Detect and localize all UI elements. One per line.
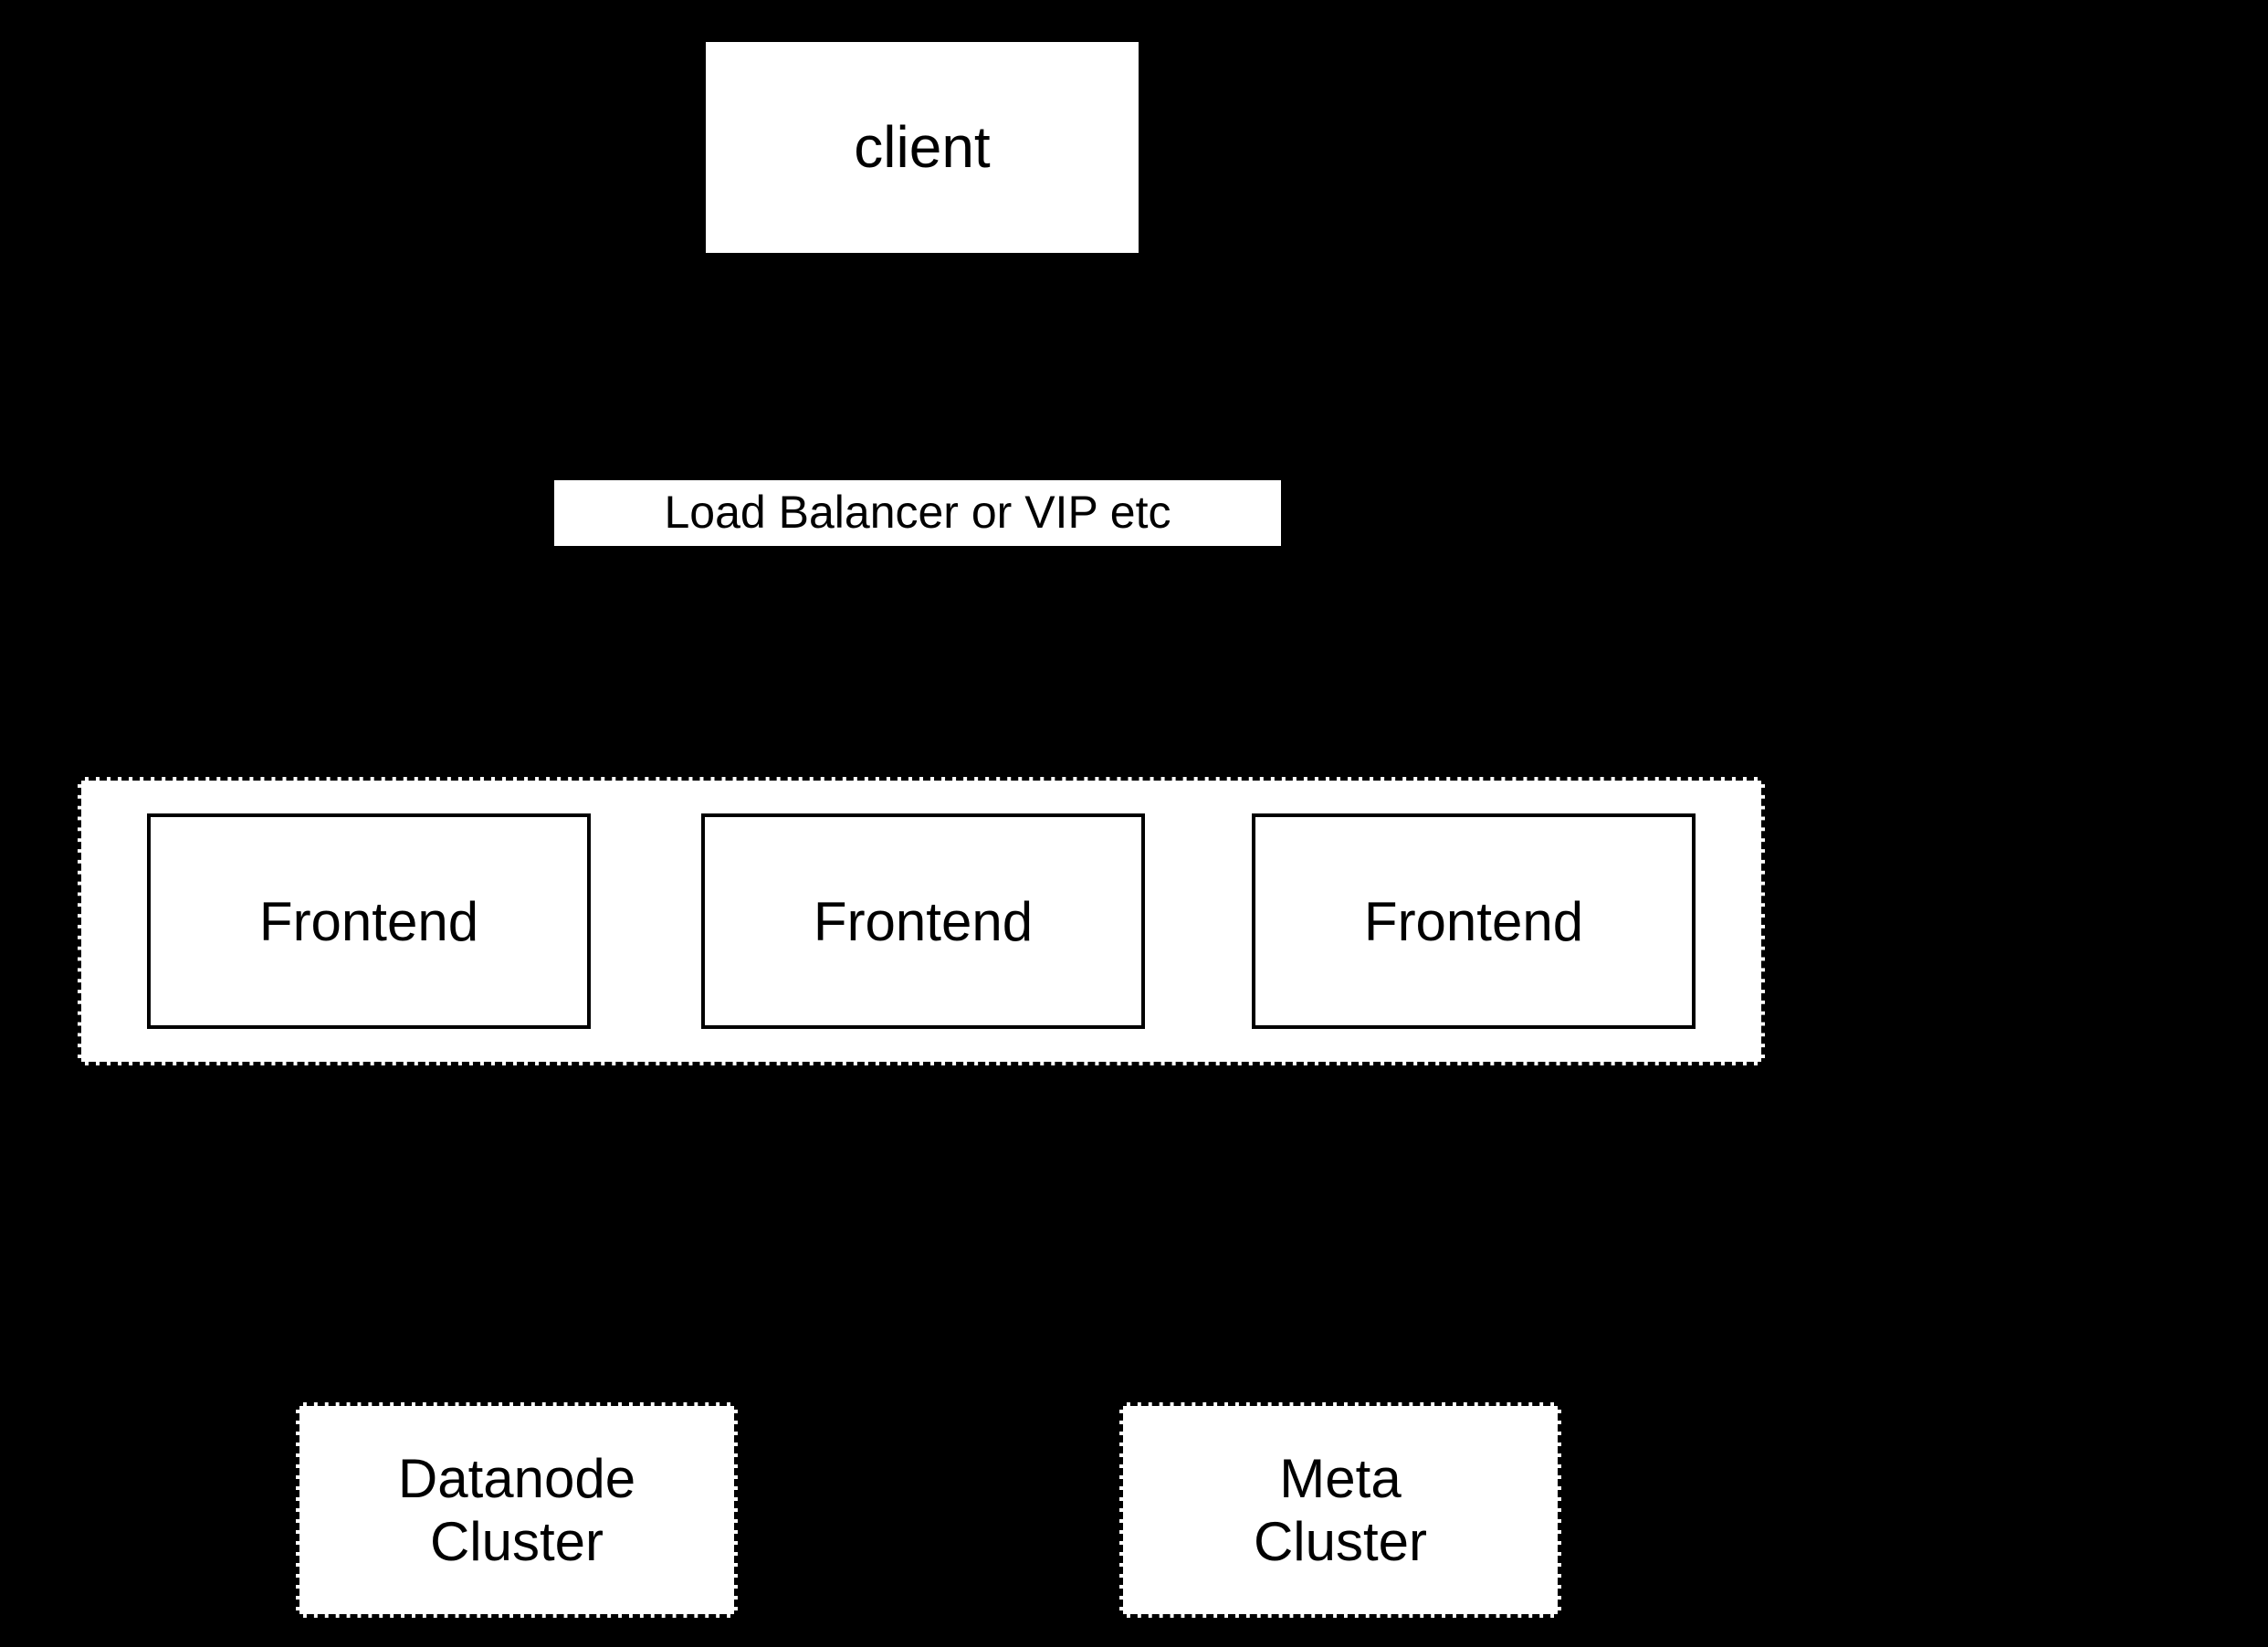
load-balancer-node: Load Balancer or VIP etc [551,477,1284,549]
frontend-node-1: Frontend [147,813,591,1029]
load-balancer-node-label: Load Balancer or VIP etc [664,487,1171,539]
datanode-cluster-node-label: Datanode Cluster [397,1448,636,1572]
client-node: client [703,39,1141,256]
frontend-node-2-label: Frontend [813,890,1034,952]
frontend-cluster-group: Frontend Frontend Frontend [78,777,1765,1065]
client-node-label: client [854,113,991,180]
datanode-cluster-node: Datanode Cluster [296,1402,738,1618]
frontend-node-1-label: Frontend [258,890,479,952]
frontend-node-3-label: Frontend [1363,890,1584,952]
meta-cluster-node: Meta Cluster [1119,1402,1561,1618]
meta-cluster-node-label: Meta Cluster [1253,1448,1428,1572]
frontend-node-3: Frontend [1252,813,1696,1029]
frontend-node-2: Frontend [701,813,1145,1029]
